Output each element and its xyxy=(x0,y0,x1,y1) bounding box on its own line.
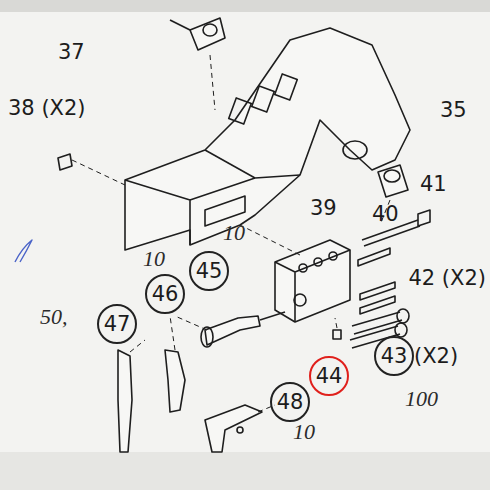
handwritten-note: 10 xyxy=(223,222,245,244)
callout-circle: 48 xyxy=(270,382,310,422)
part-number: 41 xyxy=(420,174,447,195)
callout-number: 47 xyxy=(104,314,131,335)
callout-circle: 43 xyxy=(374,336,414,376)
handwritten-note: 50, xyxy=(40,306,68,328)
part-number: 37 xyxy=(58,42,85,63)
part-number: 39 xyxy=(310,198,337,219)
callout-number: 45 xyxy=(196,261,223,282)
callout-number: 43 xyxy=(381,346,408,367)
callout-circle: 44 xyxy=(309,356,349,396)
part-number: (X2) xyxy=(414,346,458,367)
part-number: 38 (X2) xyxy=(8,98,86,119)
part-number: 35 xyxy=(440,100,467,121)
handwritten-note: 10 xyxy=(293,421,315,443)
part-number: 40 xyxy=(372,204,399,225)
callout-number: 48 xyxy=(277,392,304,413)
handwritten-note: 10 xyxy=(143,248,165,270)
callout-circle: 47 xyxy=(97,304,137,344)
handwritten-note: 100 xyxy=(405,388,438,410)
callout-circle: 45 xyxy=(189,251,229,291)
callout-number: 46 xyxy=(152,284,179,305)
callout-circle: 46 xyxy=(145,274,185,314)
part-number: 42 (X2) xyxy=(408,268,486,289)
callout-number: 44 xyxy=(316,366,343,387)
